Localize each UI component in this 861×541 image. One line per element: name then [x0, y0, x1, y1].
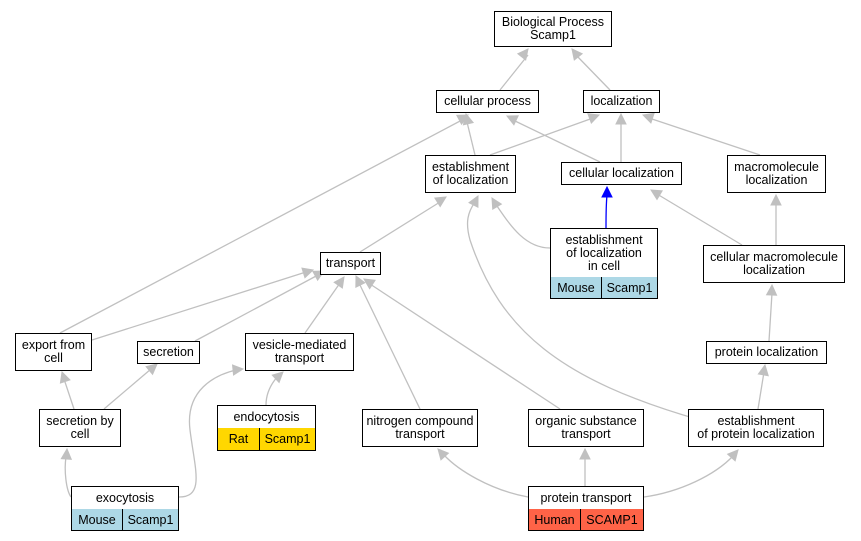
arrowhead-eic-eol: [491, 197, 503, 210]
annotation-protein-transport: Human SCAMP1: [528, 509, 644, 531]
annotation-establishment-in-cell: Mouse Scamp1: [550, 277, 658, 299]
edge-efc-cp: [59, 119, 463, 334]
gene-cell: SCAMP1: [580, 509, 643, 530]
edge-exo-sbc: [64, 456, 72, 498]
node-protein-localization[interactable]: protein localization: [706, 341, 827, 364]
edge-epl-pl: [757, 371, 765, 410]
species-cell: Mouse: [72, 509, 122, 530]
arrowhead-cl-cp: [505, 115, 519, 126]
arrowhead-epl-eol: [468, 195, 479, 208]
edge-pt-nct: [443, 454, 529, 498]
arrowhead-ml-loc: [641, 112, 655, 124]
node-nitrogen-compound-transport[interactable]: nitrogen compound transport: [362, 409, 478, 447]
species-cell: Rat: [218, 428, 259, 450]
species-cell: Human: [529, 509, 580, 530]
annotation-exocytosis: Mouse Scamp1: [71, 509, 179, 531]
arrowhead-exo-vmt: [231, 364, 245, 376]
edge-ost-tr: [369, 283, 561, 410]
arrowhead-eic-cl: [601, 185, 613, 198]
arrowhead-cl-loc: [615, 112, 627, 125]
node-cellular-macromolecule-localization[interactable]: cellular macromolecule localization: [703, 245, 845, 283]
edge-nct-tr: [358, 282, 421, 410]
arrowhead-pt-epl: [726, 449, 739, 462]
node-secretion[interactable]: secretion: [137, 341, 200, 364]
node-endocytosis[interactable]: endocytosis: [217, 405, 316, 429]
edge-eic-eol: [496, 205, 551, 249]
arrowhead-endo-vmt: [271, 371, 284, 384]
edge-cml-cl: [656, 193, 743, 246]
arrowhead-sbc-efc: [59, 370, 71, 384]
arrowhead-cp-bp: [516, 48, 529, 61]
node-organic-substance-transport[interactable]: organic substance transport: [528, 409, 644, 447]
node-localization[interactable]: localization: [583, 90, 660, 113]
edge-tr-eol: [359, 201, 441, 253]
edge-ml-loc: [648, 117, 761, 156]
annotation-endocytosis: Rat Scamp1: [217, 428, 316, 451]
node-vesicle-mediated-transport[interactable]: vesicle-mediated transport: [245, 333, 354, 371]
node-exocytosis[interactable]: exocytosis: [71, 486, 179, 510]
arrowhead-vmt-tr: [333, 276, 345, 289]
arrowhead-loc-bp: [571, 48, 584, 61]
arrowhead-ost-tr: [363, 278, 376, 290]
edge-cp-bp: [499, 54, 529, 91]
arrowhead-sbc-sec: [145, 363, 158, 376]
edge-endo-vmt: [265, 375, 279, 406]
edge-eol-loc: [489, 117, 594, 156]
gene-cell: Scamp1: [122, 509, 178, 530]
arrowhead-pl-cml: [765, 283, 778, 296]
gene-cell: Scamp1: [259, 428, 315, 450]
node-biological-process[interactable]: Biological Process Scamp1: [494, 11, 612, 47]
arrowhead-efc-cp: [456, 114, 469, 126]
node-cellular-localization[interactable]: cellular localization: [561, 162, 682, 185]
arrowhead-pt-nct: [437, 448, 450, 461]
node-transport[interactable]: transport: [320, 252, 381, 275]
arrowhead-nct-tr: [355, 274, 366, 288]
arrowhead-pt-ost: [579, 447, 591, 460]
edge-loc-bp: [575, 54, 611, 91]
arrowhead-eol-loc: [587, 113, 601, 125]
node-cellular-process[interactable]: cellular process: [436, 90, 539, 113]
arrowhead-cml-ml: [770, 193, 782, 206]
edge-pl-cml: [768, 292, 773, 342]
gene-cell: Scamp1: [601, 277, 657, 298]
species-cell: Mouse: [551, 277, 601, 298]
edge-sbc-efc: [63, 378, 75, 410]
edge-pt-epl: [643, 455, 734, 498]
node-establishment-of-localization-in-cell[interactable]: establishment of localization in cell: [550, 228, 658, 278]
arrowhead-efc-tr: [301, 267, 315, 279]
arrowhead-exo-sbc: [60, 447, 73, 460]
edge-cl-cp: [512, 119, 601, 163]
edge-sbc-sec: [103, 368, 152, 410]
node-establishment-of-localization[interactable]: establishment of localization: [425, 155, 516, 193]
edge-eol-cp: [466, 121, 476, 156]
node-macromolecule-localization[interactable]: macromolecule localization: [727, 155, 826, 193]
edge-eic-cl: [605, 194, 608, 229]
edge-efc-tr: [91, 271, 307, 341]
edge-epl-eol: [466, 201, 701, 421]
node-establishment-of-protein-localization[interactable]: establishment of protein localization: [688, 409, 824, 447]
arrowhead-cml-cl: [650, 189, 663, 201]
node-secretion-by-cell[interactable]: secretion by cell: [39, 409, 121, 447]
edge-vmt-tr: [304, 282, 341, 334]
node-export-from-cell[interactable]: export from cell: [15, 333, 92, 371]
edge-sec-tr: [194, 274, 319, 342]
edge-exo-vmt: [178, 369, 237, 498]
arrowhead-tr-eol: [434, 196, 447, 208]
node-protein-transport[interactable]: protein transport: [528, 486, 644, 510]
arrowhead-epl-pl: [757, 363, 769, 377]
